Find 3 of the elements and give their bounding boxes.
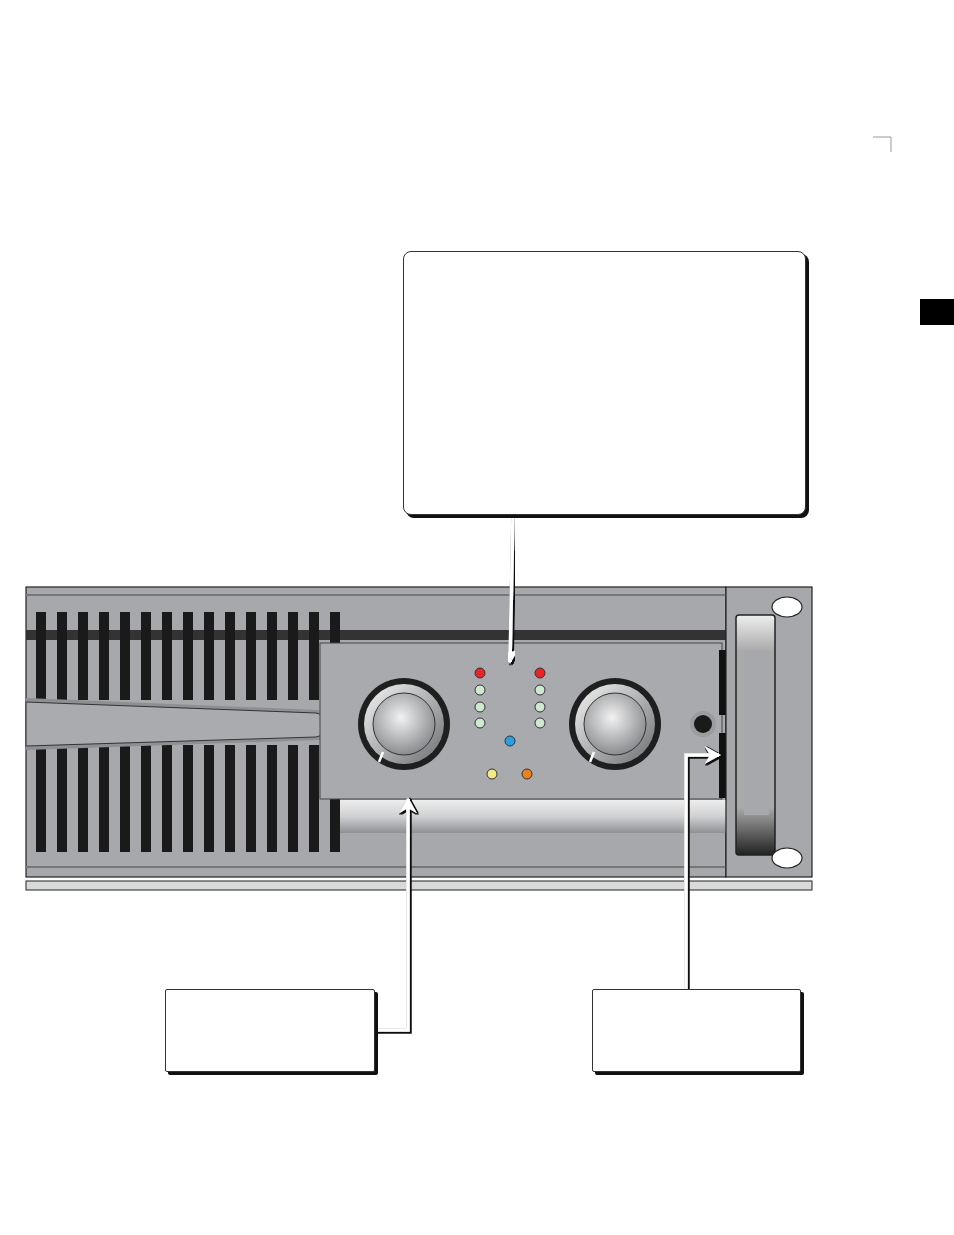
callout-box (165, 989, 375, 1072)
callout-box (403, 251, 806, 515)
callout-box (592, 989, 801, 1072)
